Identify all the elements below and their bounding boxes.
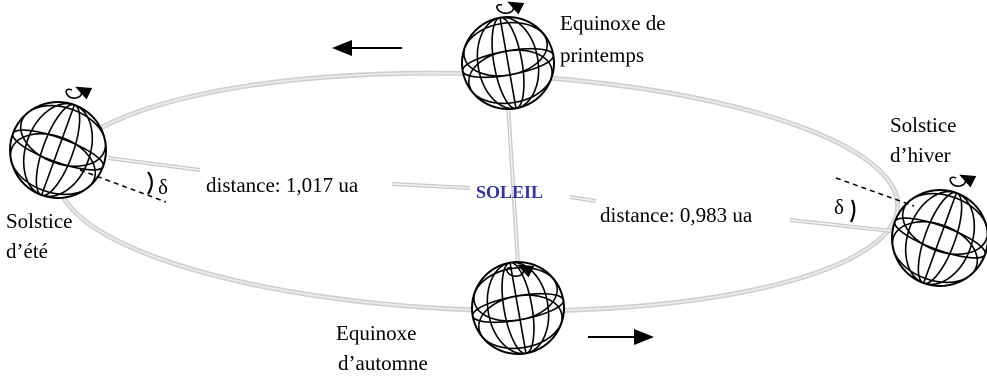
label-delta-left: δ: [158, 175, 168, 199]
tilt-indicator-left: [79, 169, 167, 203]
label-autumn-equinox-2: d’automne: [338, 351, 428, 375]
label-spring-equinox-1: Equinoxe de: [560, 11, 666, 35]
label-delta-right: δ: [834, 195, 844, 219]
label-spring-equinox-2: printemps: [560, 43, 644, 67]
label-winter-solstice-1: Solstice: [890, 113, 957, 137]
label-distance-far: distance: 1,017 ua: [206, 173, 359, 197]
globe-spring-equinox: [461, 1, 555, 110]
label-distance-near: distance: 0,983 ua: [600, 203, 753, 227]
label-summer-solstice-1: Solstice: [6, 209, 73, 233]
globe-autumn-equinox: [471, 261, 565, 355]
globe-summer-solstice: [9, 86, 107, 199]
globe-winter-solstice: [891, 174, 987, 287]
label-sun: SOLEIL: [476, 182, 543, 202]
label-summer-solstice-2: d’été: [6, 239, 48, 263]
label-winter-solstice-2: d’hiver: [890, 143, 951, 167]
distance-lines: [107, 103, 901, 265]
label-autumn-equinox-1: Equinoxe: [336, 321, 416, 345]
tilt-indicator-right: [835, 177, 915, 223]
